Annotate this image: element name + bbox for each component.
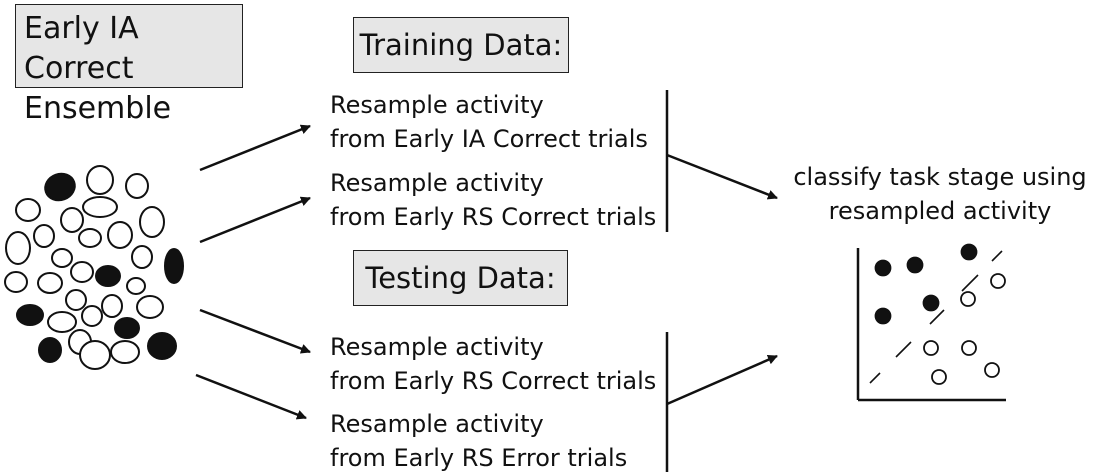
boundary-segment bbox=[869, 372, 881, 384]
neuron-filled bbox=[16, 304, 44, 326]
neuron-empty bbox=[125, 173, 149, 199]
testing-item-rs-correct-line2: from Early RS Correct trials bbox=[330, 367, 657, 395]
training-item-ia-correct-line1: Resample activity bbox=[330, 91, 544, 119]
class-point-empty bbox=[923, 340, 939, 356]
classifier-label: classify task stage using resampled acti… bbox=[790, 160, 1090, 228]
neuron-empty bbox=[15, 198, 41, 222]
training-item-rs-correct: Resample activity from Early RS Correct … bbox=[330, 166, 656, 234]
class-point-filled bbox=[922, 294, 940, 312]
arrow-testing-to-classifier bbox=[666, 354, 778, 406]
class-point-empty bbox=[961, 340, 977, 356]
testing-data-header: Testing Data: bbox=[353, 250, 568, 306]
ensemble-arrows bbox=[195, 124, 311, 420]
testing-item-rs-correct-line1: Resample activity bbox=[330, 333, 544, 361]
neuron-filled bbox=[164, 248, 184, 284]
neuron-filled bbox=[114, 317, 140, 339]
neuron-filled bbox=[38, 337, 62, 363]
testing-item-rs-error-line1: Resample activity bbox=[330, 410, 544, 438]
neuron-empty bbox=[136, 295, 164, 319]
neuron-filled bbox=[147, 332, 177, 360]
classifier-plot bbox=[856, 248, 1006, 402]
decision-boundary bbox=[869, 250, 1003, 384]
neuron-empty bbox=[82, 196, 118, 218]
neuron-ensemble bbox=[4, 165, 184, 370]
classifier-points bbox=[874, 243, 1006, 385]
boundary-segment bbox=[895, 341, 912, 358]
arrow-to-training-ia bbox=[199, 124, 311, 172]
training-item-ia-correct: Resample activity from Early IA Correct … bbox=[330, 88, 648, 156]
neuron-empty bbox=[79, 340, 111, 370]
arrow-to-testing-rs-correct bbox=[199, 308, 311, 354]
neuron-empty bbox=[4, 271, 28, 293]
arrow-training-to-classifier bbox=[666, 153, 778, 200]
neuron-empty bbox=[139, 206, 165, 238]
neuron-empty bbox=[37, 272, 63, 294]
bracket-arrows bbox=[665, 90, 778, 472]
training-item-rs-correct-line2: from Early RS Correct trials bbox=[330, 203, 657, 231]
testing-item-rs-correct: Resample activity from Early RS Correct … bbox=[330, 330, 656, 398]
neuron-empty bbox=[47, 311, 77, 333]
classifier-label-line2: resampled activity bbox=[828, 197, 1052, 225]
neuron-empty bbox=[86, 165, 114, 195]
class-point-filled bbox=[874, 259, 892, 277]
ensemble-title-line2: Ensemble bbox=[24, 91, 172, 126]
ensemble-title-line1: Early IA Correct bbox=[24, 11, 139, 86]
classifier-label-line1: classify task stage using bbox=[793, 163, 1087, 191]
neuron-empty bbox=[65, 289, 87, 311]
boundary-segment bbox=[929, 309, 945, 325]
neuron-empty bbox=[81, 305, 103, 327]
neuron-empty bbox=[5, 231, 31, 265]
neuron-empty bbox=[126, 277, 146, 295]
neuron-empty bbox=[60, 207, 84, 233]
class-point-filled bbox=[874, 307, 892, 325]
neuron-filled bbox=[44, 172, 76, 202]
training-data-header: Training Data: bbox=[353, 17, 569, 73]
neuron-empty bbox=[78, 228, 102, 248]
class-point-filled bbox=[960, 243, 978, 261]
neuron-empty bbox=[107, 221, 133, 249]
boundary-segment bbox=[991, 250, 1003, 262]
training-item-rs-correct-line1: Resample activity bbox=[330, 169, 544, 197]
neuron-empty bbox=[33, 224, 55, 248]
class-point-empty bbox=[960, 291, 976, 307]
neuron-empty bbox=[70, 261, 94, 283]
class-point-empty bbox=[984, 362, 1000, 378]
testing-item-rs-error: Resample activity from Early RS Error tr… bbox=[330, 407, 627, 475]
boundary-segment bbox=[961, 274, 979, 292]
ensemble-title-box: Early IA Correct Ensemble bbox=[15, 4, 243, 126]
arrow-to-training-rs bbox=[199, 196, 311, 244]
class-point-empty bbox=[931, 369, 947, 385]
class-point-filled bbox=[906, 256, 924, 274]
arrow-to-testing-rs-error bbox=[195, 373, 307, 420]
neuron-filled bbox=[95, 265, 121, 287]
neuron-empty bbox=[110, 340, 140, 364]
training-item-ia-correct-line2: from Early IA Correct trials bbox=[330, 125, 648, 153]
neuron-empty bbox=[131, 245, 153, 269]
testing-item-rs-error-line2: from Early RS Error trials bbox=[330, 444, 628, 472]
neuron-empty bbox=[51, 248, 73, 268]
neuron-empty bbox=[101, 294, 123, 318]
class-point-empty bbox=[990, 273, 1006, 289]
